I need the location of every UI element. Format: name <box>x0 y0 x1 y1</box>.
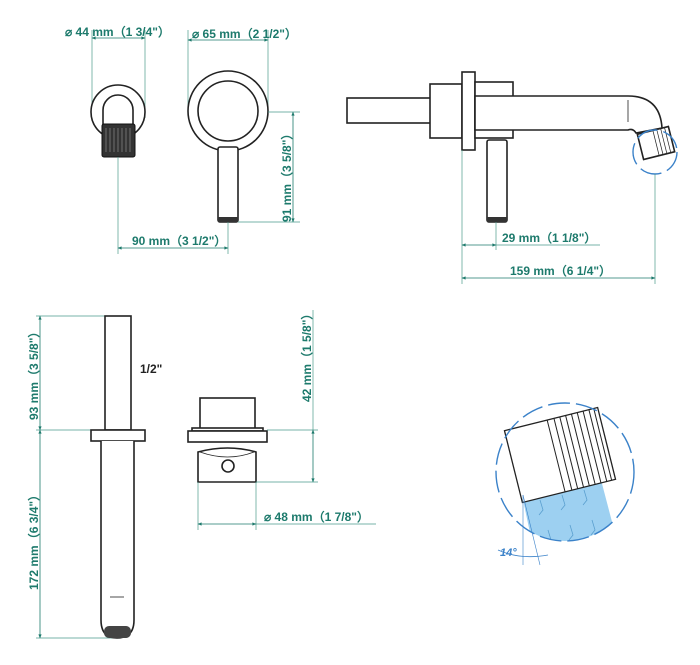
handle-front-view: ⌀ 65 mm（2 1/2"） 91 mm（3 5/8"） 90 mm（3 1/… <box>117 26 300 254</box>
side-view: 29 mm（1 1/8"） 159 mm（6 1/4"） <box>346 71 678 284</box>
spout-diameter-label: ⌀ 44 mm（1 3/4"） <box>65 24 170 39</box>
handle-offset-label: 29 mm（1 1/8"） <box>502 230 596 245</box>
valve-view: 42 mm（1 5/8"） ⌀ 48 mm（1 7/8"） <box>187 308 376 530</box>
aerator-detail: 14° <box>495 402 635 566</box>
connection-size-label: 1/2" <box>140 362 162 376</box>
spout-projection-label: 159 mm（6 1/4"） <box>510 263 611 278</box>
rough-in-upper-label: 93 mm（3 5/8"） <box>26 326 41 420</box>
valve-diameter-label: ⌀ 48 mm（1 7/8"） <box>264 509 369 524</box>
spout-front-view: ⌀ 44 mm（1 3/4"） <box>65 24 170 254</box>
handle-height-label: 91 mm（3 5/8"） <box>279 128 294 222</box>
rough-in-lower-label: 172 mm（6 3/4"） <box>26 489 41 590</box>
spout-rough-in-view: 1/2" 93 mm（3 5/8"） 172 mm（6 3/4"） <box>26 315 162 639</box>
aerator-angle-label: 14° <box>500 547 517 559</box>
center-distance-label: 90 mm（3 1/2"） <box>132 233 226 248</box>
handle-ring-diameter-label: ⌀ 65 mm（2 1/2"） <box>192 26 297 41</box>
valve-height-label: 42 mm（1 5/8"） <box>299 308 314 402</box>
